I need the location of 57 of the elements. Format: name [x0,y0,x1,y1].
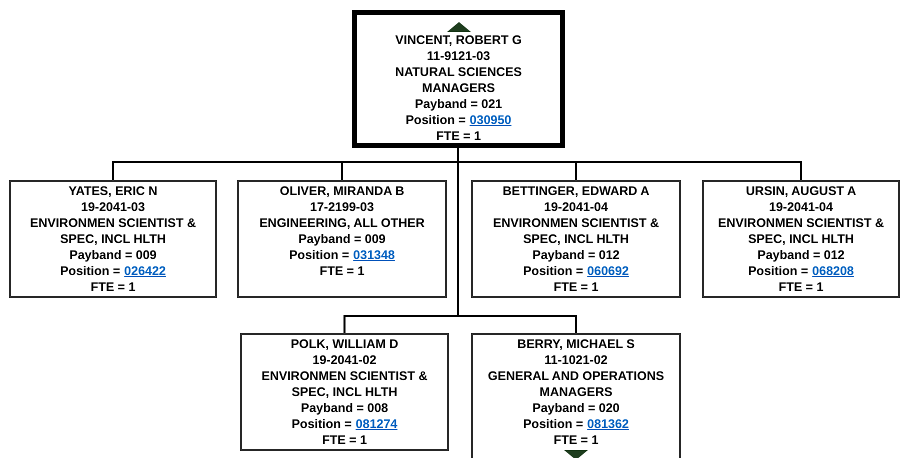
employee-box [702,180,900,298]
position-link: 031348 [353,247,395,263]
employee-box [352,10,565,148]
position-label: Position = [292,416,352,432]
fte-text: FTE = 1 [552,279,600,295]
payband-text: Payband = 012 [531,247,621,263]
payband-text: Payband = 020 [531,400,621,416]
employee-name: BETTINGER, EDWARD A [502,183,650,199]
position-label: Position = [523,416,584,432]
job-title: ENVIRONMEN SCIENTIST & SPEC, INCL HLTH [29,215,197,247]
payband-text: Payband = 009 [297,231,387,247]
payband-text: Payband = 008 [300,400,390,416]
employee-box [240,333,449,451]
fte-text: FTE = 1 [552,432,600,448]
position-label: Position = [523,263,584,279]
employee-name: URSIN, AUGUST A [744,183,858,199]
employee-box [471,333,681,458]
employee-name: POLK, WILLIAM D [290,336,400,352]
employee-box [237,180,447,298]
connector-line [457,148,577,333]
fte-text: FTE = 1 [90,279,136,295]
job-title: ENVIRONMEN SCIENTIST & SPEC, INCL HLTH [260,368,428,400]
fte-text: FTE = 1 [318,263,366,279]
occupation-code: 19-2041-03 [80,199,146,215]
position-link: 081274 [356,416,398,432]
fte-text: FTE = 1 [435,128,482,144]
employee-box [471,180,681,298]
occupation-code: 17-2199-03 [309,199,375,215]
position-label: Position = [748,263,808,279]
employee-name: BERRY, MICHAEL S [516,336,636,352]
occupation-code: 11-9121-03 [426,48,492,64]
payband-text: Payband = 012 [756,247,846,263]
job-title: ENVIRONMEN SCIENTIST & SPEC, INCL HLTH [492,215,660,247]
job-title: GENERAL AND OPERATIONS MANAGERS [486,368,666,400]
occupation-code: 19-2041-04 [768,199,834,215]
job-title: ENGINEERING, ALL OTHER [258,215,426,231]
payband-text: Payband = 021 [414,96,504,112]
position-label: Position = [406,112,466,128]
employee-name: OLIVER, MIRANDA B [278,183,406,199]
position-link: 026422 [124,263,166,279]
job-title: ENVIRONMEN SCIENTIST & SPEC, INCL HLTH [717,215,885,247]
employee-name: YATES, ERIC N [68,183,158,199]
position-link: 081362 [587,416,629,432]
position-link: 030950 [470,112,512,128]
position-link: 060692 [587,263,629,279]
occupation-code: 19-2041-02 [312,352,378,368]
job-title: NATURAL SCIENCES MANAGERS [394,64,523,96]
occupation-code: 19-2041-04 [543,199,609,215]
payband-text: Payband = 009 [68,247,158,263]
fte-text: FTE = 1 [778,279,824,295]
position-label: Position = [60,263,120,279]
position-link: 068208 [812,263,854,279]
employee-box [9,180,217,298]
employee-name: VINCENT, ROBERT G [394,32,523,48]
fte-text: FTE = 1 [321,432,368,448]
occupation-code: 11-1021-02 [543,352,609,368]
position-label: Position = [289,247,350,263]
